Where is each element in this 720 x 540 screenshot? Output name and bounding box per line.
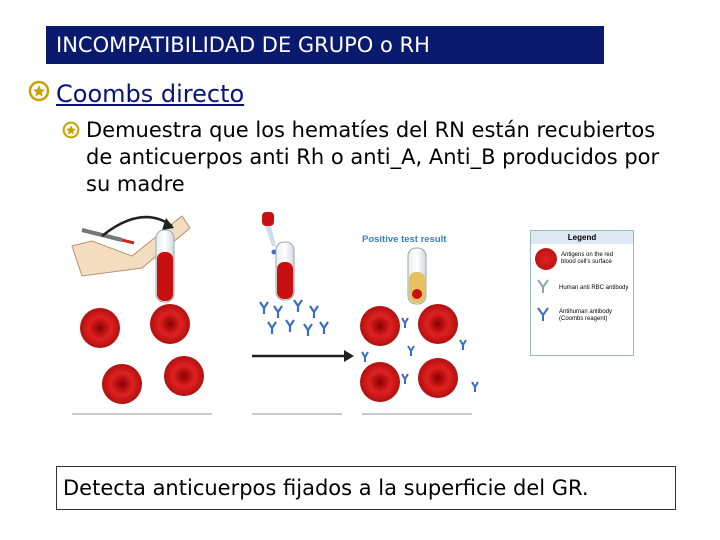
coombs-reagent-icon — [535, 306, 551, 326]
positive-tube-icon — [407, 247, 427, 305]
dropper-tube-icon — [262, 212, 295, 301]
bullet-coombs-directo: Coombs directo — [28, 80, 244, 108]
legend-text: Human anti RBC antibody — [559, 284, 629, 291]
arm-syringe-icon — [71, 215, 191, 277]
agglutinated-cells-icon — [360, 304, 479, 402]
illustration-svg: Positive test result — [71, 212, 479, 415]
antibody-group-icon — [259, 299, 329, 336]
star-bullet-icon — [62, 121, 80, 139]
caption-box: Detecta anticuerpos fijados a la superfi… — [56, 466, 676, 510]
legend-text: Antihuman antibody (Coombs reagent) — [559, 309, 613, 322]
heading-text: Coombs directo — [56, 80, 245, 108]
description-text: Demuestra que los hematíes del RN están … — [86, 118, 660, 196]
legend-box: Legend Antigens on the red blood cell's … — [530, 230, 634, 356]
bullet-description: Demuestra que los hematíes del RN están … — [62, 117, 662, 198]
legend-text: Antigens on the red blood cell's surface — [561, 252, 614, 265]
result-label: Positive test result — [362, 234, 447, 245]
star-bullet-icon — [28, 80, 50, 102]
legend-item-coombs-reagent: Antihuman antibody (Coombs reagent) — [531, 302, 633, 330]
slide-title: INCOMPATIBILIDAD DE GRUPO o RH — [46, 26, 604, 64]
legend-item-antigen: Antigens on the red blood cell's surface — [531, 244, 633, 274]
legend-title: Legend — [531, 231, 633, 244]
blood-tube-icon — [155, 229, 175, 303]
antibody-icon — [535, 278, 551, 298]
red-blood-cells-icon — [80, 304, 204, 404]
antigen-icon — [535, 248, 557, 270]
legend-item-human-antibody: Human anti RBC antibody — [531, 274, 633, 302]
coombs-test-illustration: Positive test result — [62, 206, 638, 420]
